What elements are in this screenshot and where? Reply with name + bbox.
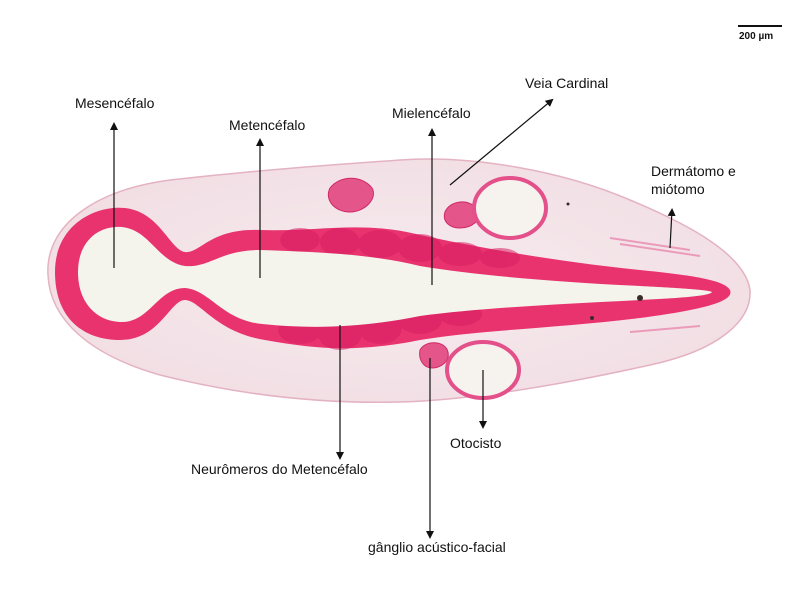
label-metencefalo: Metencéfalo	[229, 117, 306, 133]
label-dermatomo: Dermátomo e miótomo	[651, 163, 736, 197]
label-mesencefalo: Mesencéfalo	[75, 95, 155, 111]
neuromeres	[278, 228, 520, 350]
arrow-dermatomo	[667, 208, 676, 249]
cardinal-vein-upper	[327, 177, 374, 213]
otocyst-upper	[472, 176, 548, 240]
dermatome-myotome	[609, 237, 701, 333]
acoustic-facial-ganglion	[419, 342, 449, 369]
acoustic-ganglion-upper	[443, 201, 480, 229]
neural-tube-lumen	[78, 226, 712, 327]
arrow-veia-cardinal	[449, 98, 554, 186]
scale-bar-label: 200 µm	[739, 31, 774, 42]
tissue-specks	[566, 202, 643, 320]
label-mielencefalo: Mielencéfalo	[392, 105, 471, 121]
annotation-arrows	[110, 98, 676, 539]
label-ganglio: gânglio acústico-facial	[368, 539, 506, 555]
label-veia-cardinal: Veia Cardinal	[525, 75, 609, 91]
label-neuromeros: Neurômeros do Metencéfalo	[191, 461, 368, 477]
label-otocisto: Otocisto	[450, 435, 502, 451]
